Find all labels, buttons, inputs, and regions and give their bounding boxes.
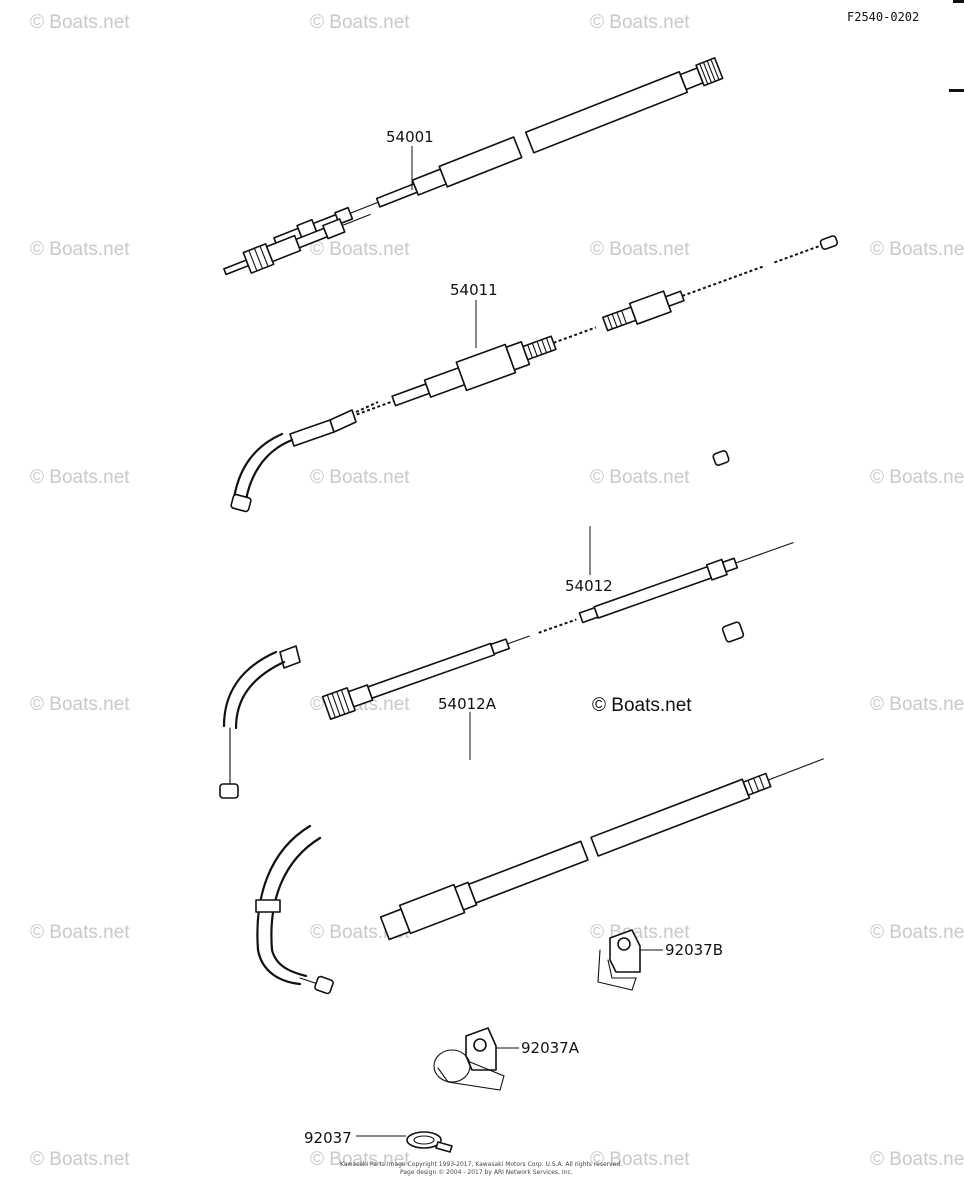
callout-92037: 92037 bbox=[304, 1129, 352, 1147]
callout-54012: 54012 bbox=[565, 577, 613, 595]
watermark: © Boats.net bbox=[870, 1149, 964, 1170]
callout-54001: 54001 bbox=[386, 128, 434, 146]
part-54012A-throttle-cable[interactable]: 54012A bbox=[255, 621, 829, 995]
watermark: © Boats.net bbox=[870, 467, 964, 488]
watermark: © Boats.net bbox=[590, 1149, 690, 1170]
footer-copyright: Kawasaki Parts Image Copyright 1993-2017… bbox=[340, 1161, 622, 1168]
part-54001-speedometer-cable[interactable]: 54001 bbox=[221, 57, 724, 282]
watermark-center: © Boats.net bbox=[592, 695, 692, 716]
watermark: © Boats.net bbox=[30, 12, 130, 33]
edge-mark bbox=[953, 0, 964, 3]
watermark: © Boats.net bbox=[30, 694, 130, 715]
callout-92037B: 92037B bbox=[665, 941, 723, 959]
edge-mark bbox=[949, 89, 964, 92]
watermark: © Boats.net bbox=[590, 922, 690, 943]
callout-54011: 54011 bbox=[450, 281, 498, 299]
watermark: © Boats.net bbox=[870, 694, 964, 715]
callout-92037A: 92037A bbox=[521, 1039, 580, 1057]
part-54011-throttle-cable[interactable]: 54011 bbox=[230, 226, 841, 513]
watermark: © Boats.net bbox=[590, 467, 690, 488]
watermark: © Boats.net bbox=[870, 922, 964, 943]
callout-54012A: 54012A bbox=[438, 695, 497, 713]
watermark: © Boats.net bbox=[30, 1149, 130, 1170]
watermark: © Boats.net bbox=[310, 467, 410, 488]
part-92037A-clamp[interactable]: 92037A bbox=[433, 1027, 580, 1091]
watermark: © Boats.net bbox=[590, 12, 690, 33]
part-54012-throttle-cable[interactable]: 54012 bbox=[219, 450, 797, 799]
part-92037-clamp[interactable]: 92037 bbox=[304, 1129, 453, 1153]
watermark: © Boats.net bbox=[30, 467, 130, 488]
watermark: © Boats.net bbox=[870, 239, 964, 260]
watermark: © Boats.net bbox=[310, 239, 410, 260]
watermark: © Boats.net bbox=[310, 1149, 410, 1170]
watermark: © Boats.net bbox=[310, 12, 410, 33]
part-92037B-clamp[interactable]: 92037B bbox=[597, 929, 723, 991]
footer-design: Page design © 2004 - 2017 by ARI Network… bbox=[400, 1169, 573, 1176]
watermark-grid: © Boats.net © Boats.net © Boats.net © Bo… bbox=[30, 12, 964, 1170]
watermark: © Boats.net bbox=[590, 239, 690, 260]
diagram-code: F2540-0202 bbox=[847, 10, 919, 24]
watermark: © Boats.net bbox=[30, 239, 130, 260]
watermark: © Boats.net bbox=[30, 922, 130, 943]
